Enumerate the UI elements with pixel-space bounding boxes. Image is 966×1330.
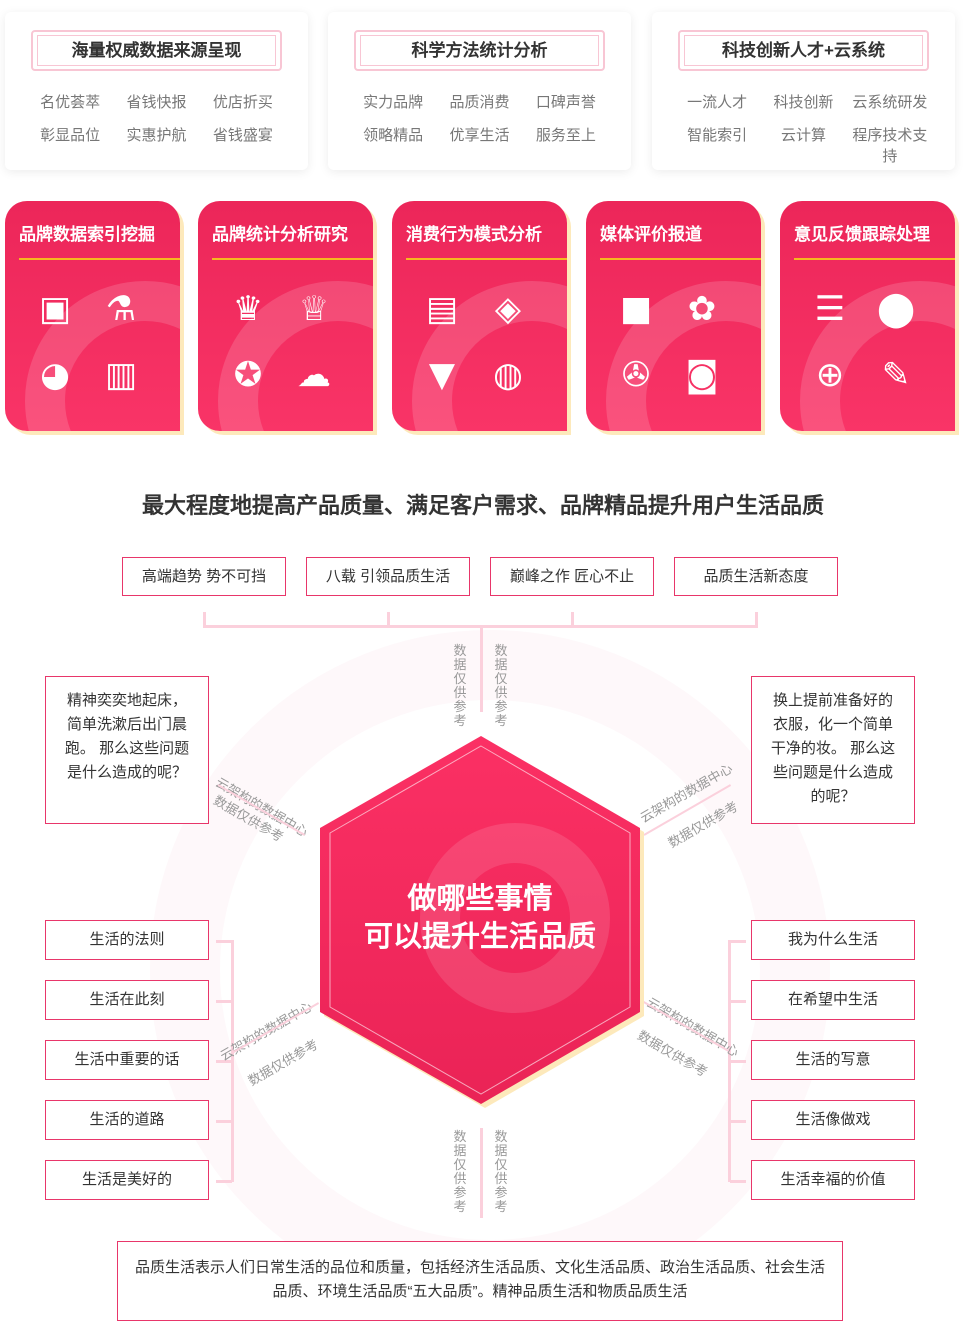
trophy-icon: ♕ (298, 289, 330, 329)
vertical-note: 数据仅供参考 (494, 1129, 508, 1214)
edit-icon: ✎ (881, 355, 911, 395)
top-card-1: 海量权威数据来源呈现 名优荟萃 省钱快报 优店折买彰显品位 实惠护航 省钱盛宴 (5, 12, 308, 170)
tag: 八载 引领品质生活 (306, 557, 470, 596)
feature-card-5: 意见反馈跟踪处理 ☰ ⬤ ⊕ ✎ (780, 201, 955, 431)
center-hexagon (320, 736, 644, 1108)
flower-icon: ✿ (687, 289, 717, 329)
flask-icon: ⚗ (105, 289, 137, 329)
card-item: 云计算 (780, 127, 826, 144)
headline: 最大程度地提高产品质量、满足客户需求、品牌精品提升用户生活品质 (141, 493, 824, 518)
card-item: 优店折买 (212, 94, 273, 111)
feature-title: 消费行为模式分析 (406, 225, 542, 244)
tag: 品质生活新态度 (674, 557, 838, 596)
card-item: 实力品牌 (363, 94, 424, 111)
cloud-network-icon: ☁ (297, 355, 331, 395)
feature-title: 媒体评价报道 (600, 225, 702, 244)
card-item: 品质消费 (449, 94, 510, 111)
shopping-cart-icon: ▼ (428, 355, 456, 395)
feature-card-4: 媒体评价报道 ■ ✿ ✇ ◙ (586, 201, 761, 431)
database-icon: ◍ (493, 355, 523, 395)
tag: 高端趋势 势不可挡 (122, 557, 286, 596)
footer-description: 品质生活表示人们日常生活的品位和质量，包括经济生活品质、文化生活品质、政治生活品… (117, 1241, 843, 1321)
left-item: 生活在此刻 (45, 980, 209, 1020)
vertical-note: 数据仅供参考 (453, 1129, 467, 1214)
card-item: 科技创新 (773, 94, 834, 111)
vertical-note: 数据仅供参考 (494, 643, 508, 728)
card-item: 领略精品 (363, 127, 424, 144)
card-item: 省钱盛宴 (212, 127, 273, 144)
right-item: 生活幸福的价值 (751, 1160, 915, 1200)
card-item: 程序技术支持 (852, 127, 928, 165)
search-analytics-icon: ⊕ (815, 355, 845, 395)
location-pin-icon: ⬤ (876, 289, 916, 329)
right-item: 生活的写意 (751, 1040, 915, 1080)
center-title-line-2: 可以提升生活品质 (363, 921, 596, 953)
tag: 巅峰之作 匠心不止 (490, 557, 654, 596)
card-item: 云系统研发 (852, 94, 928, 111)
feature-card-2: 品牌统计分析研究 ♛ ♕ ✪ ☁ (198, 201, 373, 431)
right-text-box: 换上提前准备好的衣服，化一个简单干净的妆。 那么这些问题是什么造成的呢？ (751, 676, 915, 824)
right-item: 生活像做戏 (751, 1100, 915, 1140)
card-item: 实惠护航 (126, 127, 187, 144)
card-item: 优享生活 (449, 127, 510, 144)
card-item: 智能索引 (687, 127, 748, 144)
video-camera-icon: ■ (619, 289, 653, 329)
feature-title: 意见反馈跟踪处理 (794, 225, 930, 244)
crown-icon: ♛ (232, 289, 264, 329)
card-item: 口碑声誉 (535, 94, 596, 111)
card-item: 一流人才 (687, 94, 748, 111)
card-title: 科技创新人才+云系统 (678, 30, 929, 71)
camera-icon: ◙ (685, 355, 719, 395)
message-icon: ☰ (814, 289, 846, 329)
left-text-box: 精神奕奕地起床，简单洗漱后出门晨跑。 那么这些问题是什么造成的呢？ (45, 676, 209, 824)
feature-title: 品牌数据索引挖掘 (19, 225, 155, 244)
film-reel-icon: ✇ (621, 355, 651, 395)
price-tag-icon: ◈ (494, 289, 522, 329)
feature-card-3: 消费行为模式分析 ▤ ◈ ▼ ◍ (392, 201, 567, 431)
card-item: 名优荟萃 (40, 94, 101, 111)
right-item: 在希望中生活 (751, 980, 915, 1020)
vertical-note: 数据仅供参考 (453, 643, 467, 728)
top-card-3: 科技创新人才+云系统 一流人才 科技创新 云系统研发智能索引 云计算 程序技术支持 (652, 12, 955, 170)
card-item: 彰显品位 (40, 127, 101, 144)
top-card-2: 科学方法统计分析 实力品牌 品质消费 口碑声誉领略精品 优享生活 服务至上 (328, 12, 631, 170)
award-ribbon-icon: ✪ (233, 355, 263, 395)
data-flow-icon: ▥ (104, 355, 138, 395)
center-title-line-1: 做哪些事情 (407, 883, 553, 915)
chart-board-icon: ▣ (38, 289, 72, 329)
left-item: 生活是美好的 (45, 1160, 209, 1200)
feature-card-1: 品牌数据索引挖掘 ▣ ⚗ ◕ ▥ (5, 201, 180, 431)
right-item: 我为什么生活 (751, 920, 915, 960)
card-item: 服务至上 (535, 127, 596, 144)
left-item: 生活的法则 (45, 920, 209, 960)
left-item: 生活的道路 (45, 1100, 209, 1140)
card-item: 省钱快报 (126, 94, 187, 111)
left-item: 生活中重要的话 (45, 1040, 209, 1080)
card-title: 科学方法统计分析 (354, 30, 605, 71)
pie-chart-icon: ◕ (40, 355, 70, 395)
card-title: 海量权威数据来源呈现 (31, 30, 282, 71)
feature-title: 品牌统计分析研究 (212, 225, 348, 244)
presentation-icon: ▤ (425, 289, 459, 329)
